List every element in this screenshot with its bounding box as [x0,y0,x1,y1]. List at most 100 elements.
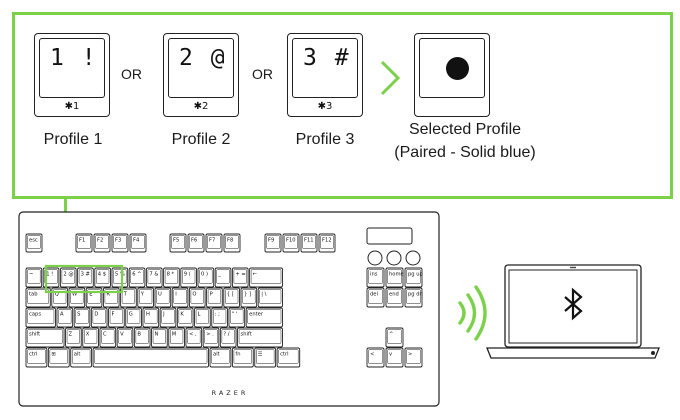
keyboard-key [154,287,172,308]
keyboard-key-label: J [162,312,165,318]
keyboard-brand: RAZER [212,389,249,397]
keyboard-key-label: > [408,352,412,358]
keyboard-key-label: alt [74,352,81,358]
keyboard-key-label: 4 $ [98,272,106,278]
keyboard-key-label: ? / [223,332,229,338]
keyboard-key [237,327,283,348]
key-legend: 3 # [303,45,351,71]
keyboard-key-label: I [175,292,177,298]
key-sublegend: ✱3 [317,101,333,112]
keyboard-key [94,267,111,288]
keyboard-key [77,267,94,288]
keyboard-key [264,233,282,253]
keyboard-key-label: ⊞ [51,352,55,358]
keyboard-key [180,267,197,288]
keyboard-key [257,287,283,308]
keyboard-key-label: " ' [232,312,237,318]
keyboard-key [163,267,180,288]
keyboard-key-label: H [146,312,150,318]
keyboard-key-label: C [103,332,107,338]
keyboard-key-label: : ; [215,312,220,318]
profile-keys-highlight [44,264,124,294]
keyboard-key [385,347,404,368]
profile-3-key: 3 # ✱3 [287,33,363,117]
keyboard-key-label: 5 % [115,272,125,278]
keyboard-key-label: U [158,292,162,298]
media-button [367,250,383,266]
keyboard-key-label: 3 # [81,272,90,278]
keyboard-key-label: B [137,332,141,338]
profile-1-key: 1 ! ✱1 [34,33,110,117]
chevron-right-icon [380,60,401,96]
keyboard-key-label: esc [29,238,38,244]
keyboard-key-label: v [389,352,392,358]
keyboard-key-label: end [389,292,399,298]
keyboard-key [99,327,117,348]
keyboard-key-label: Q [55,292,59,298]
keyboard-key [385,267,404,288]
keyboard-key-label: 6 ^ [132,272,141,278]
keyboard-key-label: R [106,292,110,298]
profile-2-key: 2 @ ✱2 [163,33,239,117]
keyboard-key [231,267,249,288]
keyboard-key-label: F1 [79,238,85,244]
selected-profile-caption: Selected Profile (Paired - Solid blue) [380,118,550,164]
keyboard-key-label: E [89,292,92,298]
keyboard-key [404,347,423,368]
keyboard-key [385,327,404,348]
keyboard-key-label: enter [249,312,264,318]
keyboard-key-label: K [180,312,184,318]
keyboard-key-label: F11 [304,238,314,244]
keyboard-key [125,307,142,328]
keyboard-key [231,347,254,368]
keyboard-key-label: O [192,292,196,298]
keyboard-key-label: 9 ( [184,272,191,278]
keyboard-key [133,327,151,348]
keyboard-key-label: caps [29,312,41,318]
keyboard-key [93,233,111,253]
keyboard-key-label: Y [140,292,145,298]
keyboard-key [42,267,60,288]
keyboard-key [145,267,163,288]
keyboard-key [366,347,385,368]
keyboard-key-label: ins [370,272,378,278]
keyboard-key [209,347,232,368]
keyboard-key-label: D [94,312,98,318]
keyboard-key-label: ← [253,272,258,278]
keyboard-key-label: + = [235,272,245,278]
keyboard-key [366,267,385,288]
keyboard-key-label: > . [206,332,214,338]
keyboard-key-label: ctrl [29,352,37,358]
keyboard-key [25,233,43,253]
or-label: OR [252,66,273,82]
keyboard-key-label: F7 [209,238,215,244]
profile-2-caption: Profile 2 [171,131,231,148]
keyboard-key-label: pg dn [408,292,423,298]
keyboard-key [56,307,74,328]
media-button [386,250,402,266]
keyboard-key [318,233,336,253]
keyboard-key [176,307,194,328]
keyboard-key-label: shift [29,332,40,338]
keyboard-key [25,287,51,308]
keyboard-key [282,233,300,253]
keyboard-key [188,287,206,308]
keyboard-key-label: 0 ) [201,272,208,278]
keyboard-key-label: ^ [389,332,393,338]
profile-3-caption: Profile 3 [295,131,355,148]
keyboard-key [92,347,209,368]
keyboard-key-label: F9 [268,238,274,244]
keyboard-key [223,233,241,253]
keyboard-key-label: ~ [29,272,33,278]
keyboard-key-label: 1 ! [46,272,53,278]
keyboard-key-label: del [370,292,378,298]
keyboard-key [47,347,70,368]
keyboard-key [223,287,240,308]
keyboard-key-label: | \ [261,292,266,298]
bluetooth-icon [564,287,583,321]
keyboard-key-label: ☰ [258,352,263,358]
keyboard-key-label: < [370,352,374,358]
keyboard-key [142,307,160,328]
keyboard-key [75,233,93,253]
keyboard-key-label: 2 @ [63,272,73,278]
